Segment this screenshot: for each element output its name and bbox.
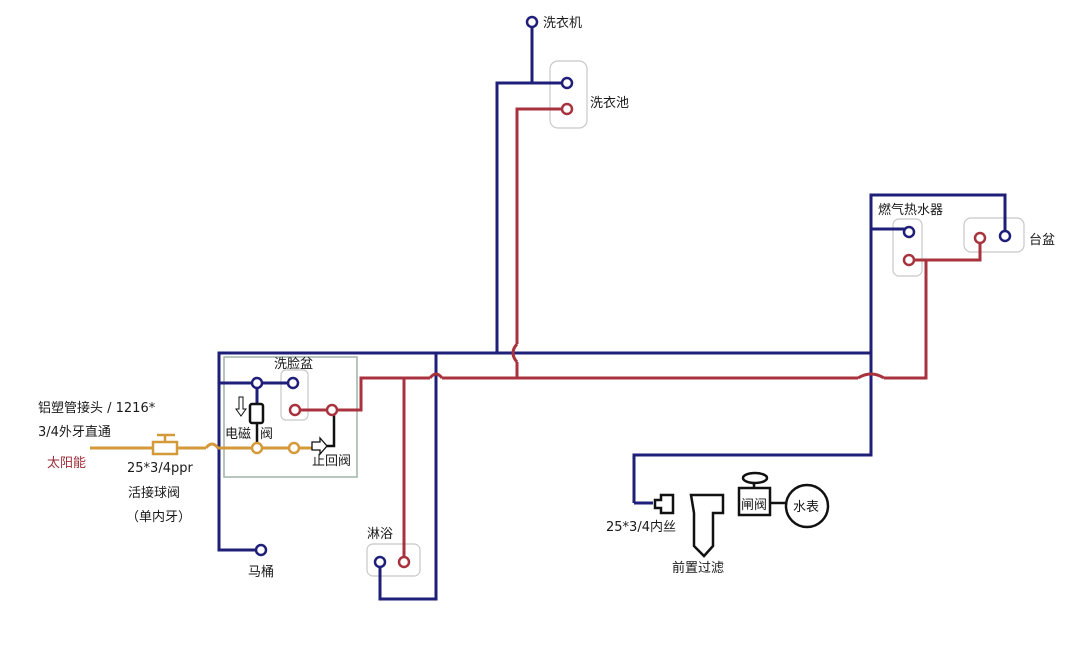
label-water-meter: 水表 bbox=[793, 500, 819, 515]
solenoid-valve-body bbox=[248, 402, 265, 425]
label-ball-valve-note: （单内牙） bbox=[126, 509, 191, 525]
label-toilet: 马桶 bbox=[248, 565, 274, 580]
gate-valve-body bbox=[737, 486, 772, 517]
cold-water-main-pipe bbox=[378, 351, 873, 601]
check-valve-solar-node bbox=[287, 441, 301, 455]
counter-basin-hot-outlet bbox=[973, 231, 987, 245]
check-valve-arrow bbox=[311, 436, 328, 456]
label-ball-valve-name: 活接球阀 bbox=[128, 485, 180, 501]
valve-group-box bbox=[223, 356, 358, 478]
label-laundry-sink: 洗衣池 bbox=[590, 95, 629, 111]
cold-water-upper-branch bbox=[869, 193, 1007, 353]
check-valve-hot-node bbox=[325, 403, 339, 417]
water-meter-body bbox=[784, 483, 830, 529]
shower-hot-outlet bbox=[397, 555, 411, 569]
ball-valve-handle bbox=[157, 433, 175, 442]
laundry-sink-fixture bbox=[549, 60, 588, 129]
hot-water-hop-3 bbox=[511, 343, 519, 363]
label-wash-basin: 洗脸盆 bbox=[274, 357, 313, 372]
solenoid-solar-node bbox=[250, 441, 264, 455]
cold-water-loop-pipe bbox=[217, 351, 436, 552]
label-solar: 太阳能 bbox=[47, 456, 86, 471]
hot-water-laundry-riser-2 bbox=[515, 107, 567, 344]
cold-water-laundry-riser bbox=[495, 81, 567, 353]
label-shower: 淋浴 bbox=[367, 527, 393, 542]
label-gas-water-heater: 燃气热水器 bbox=[878, 202, 943, 218]
hot-water-main-pipe bbox=[332, 376, 430, 412]
solar-supply-hop bbox=[204, 442, 220, 449]
washing-machine-cold-outlet bbox=[525, 15, 539, 29]
hot-water-hop-1 bbox=[428, 372, 444, 379]
hot-water-hop-2 bbox=[857, 372, 885, 380]
label-counter-basin: 台盆 bbox=[1029, 233, 1055, 248]
prefilter-body bbox=[689, 493, 725, 558]
laundry-sink-cold-outlet bbox=[560, 76, 574, 90]
gas-heater-fixture bbox=[892, 218, 923, 277]
label-ball-valve-spec: 25*3/4ppr bbox=[127, 461, 193, 476]
label-washing-machine: 洗衣机 bbox=[543, 15, 582, 31]
label-check-valve: 止回阀 bbox=[312, 454, 351, 469]
gas-heater-hot-outlet bbox=[902, 253, 916, 267]
gate-valve-handwheel bbox=[741, 471, 769, 485]
label-solenoid-2: 阀 bbox=[260, 427, 273, 442]
label-pipe-connector-2: 3/4外牙直通 bbox=[38, 425, 111, 440]
label-pipe-connector-1: 铝塑管接头 / 1216* bbox=[38, 400, 156, 416]
toilet-cold-outlet bbox=[254, 543, 268, 557]
counter-basin-fixture bbox=[963, 217, 1025, 253]
counter-basin-cold-outlet bbox=[998, 229, 1012, 243]
laundry-sink-hot-outlet bbox=[560, 102, 574, 116]
label-prefilter: 前置过滤 bbox=[672, 560, 724, 576]
ball-valve-body bbox=[151, 440, 179, 456]
label-inner-thread: 25*3/4内丝 bbox=[606, 519, 676, 535]
label-gate-valve: 闸阀 bbox=[741, 498, 767, 513]
solenoid-arrow-icon bbox=[235, 396, 247, 417]
shower-fixture bbox=[366, 543, 421, 577]
wash-basin-cold-node bbox=[250, 376, 264, 390]
gas-heater-cold-inlet bbox=[902, 225, 916, 239]
shower-cold-outlet bbox=[373, 555, 387, 569]
wash-basin-hot-outlet bbox=[288, 403, 302, 417]
wash-basin-fixture bbox=[280, 369, 309, 421]
label-solenoid-1: 电磁 bbox=[225, 427, 251, 442]
wash-basin-cold-outlet bbox=[286, 376, 300, 390]
hot-water-heater-return bbox=[884, 238, 982, 380]
inner-thread-fitting bbox=[653, 493, 675, 515]
